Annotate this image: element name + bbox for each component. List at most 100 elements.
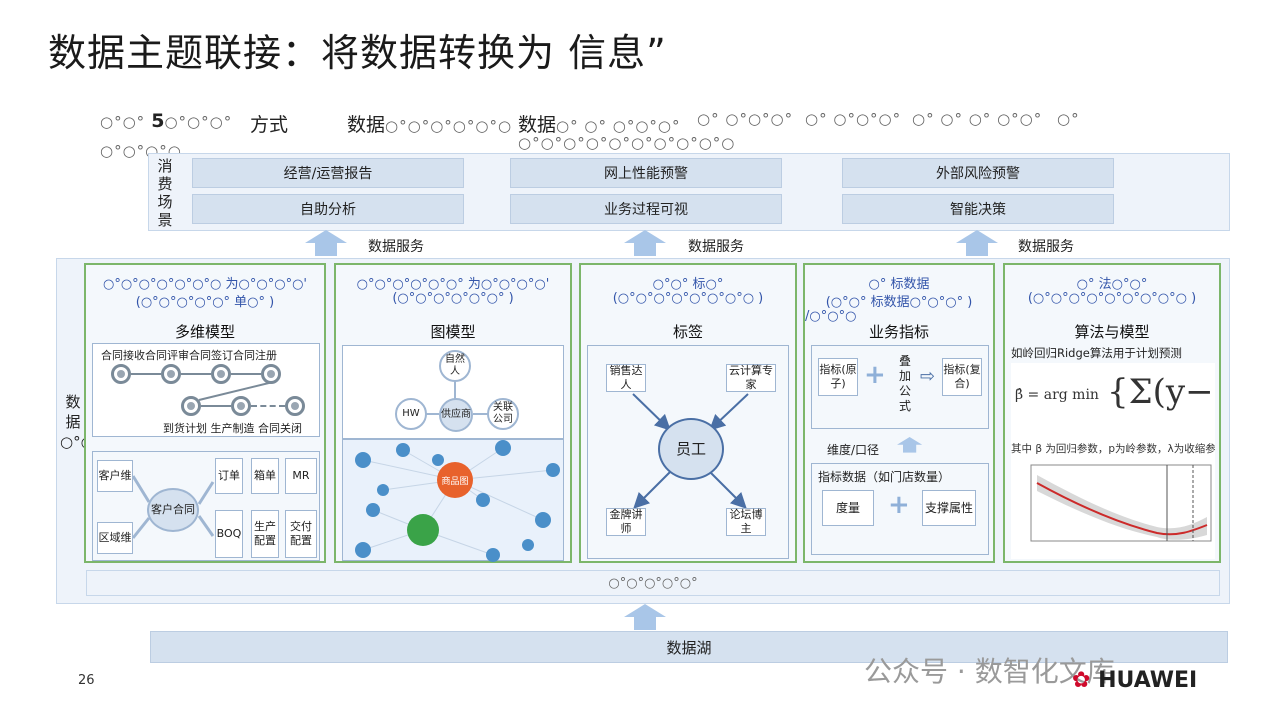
svg-text:β̂ = arg min: β̂ = arg min bbox=[1015, 387, 1099, 403]
flow-node-icon bbox=[231, 396, 251, 416]
brand-logo: ✿ HUAWEI bbox=[1072, 668, 1197, 693]
panel-sub-line2: (○°○°○°○°○° 单○° ) bbox=[135, 295, 275, 310]
flow-bottom-label: 到货计划 生产制造 合同关闭 bbox=[163, 422, 302, 435]
panel-sub-line2: (○°○°○°○°○°○°○°○ ) bbox=[612, 291, 764, 306]
metric-data-box: 指标数据（如门店数量） 度量 + 支撑属性 bbox=[811, 463, 989, 555]
ridge-trace-chart-icon bbox=[1030, 464, 1212, 542]
panel-sub-line1: ○°○°○°○°○°○° 为○°○°○°○' bbox=[356, 277, 550, 292]
header-col4-garble: ○° ○° ○°○°○° bbox=[556, 117, 681, 135]
flow-node-icon bbox=[181, 396, 201, 416]
header-col3: 数据○°○°○°○°○°○ bbox=[347, 110, 512, 137]
node-natural-person: 自然人 bbox=[439, 350, 471, 382]
formula-icon: β̂ = arg min {Σ(y−Σβ)²+λΣβ²} bbox=[1015, 372, 1215, 412]
scene-box-performance-alert: 网上性能预警 bbox=[510, 158, 782, 188]
dimension-label: 维度/口径 bbox=[827, 443, 880, 457]
header-col7: ○° ○° ○° ○°○° bbox=[912, 110, 1043, 128]
up-arrow-icon bbox=[305, 230, 347, 256]
overlay-formula-label: 叠加公式 bbox=[898, 354, 911, 413]
tag-arrows bbox=[632, 393, 749, 509]
base-band: ○°○°○°○°○° bbox=[86, 570, 1220, 596]
star-schema-box: 客户维 区域维 客户合同 订单 箱单 MR BOQ 生产配置 交付配置 bbox=[92, 451, 320, 561]
ridge-formula-image: β̂ = arg min {Σ(y−Σβ)²+λΣβ²} 其中 β 为回归参数，… bbox=[1011, 363, 1215, 559]
measure-box: 度量 bbox=[822, 490, 874, 526]
panel-title: 算法与模型 bbox=[1074, 323, 1150, 341]
panel-sub-line1: ○° 标数据 bbox=[868, 277, 930, 292]
flow-connector bbox=[181, 373, 211, 375]
scene-label: 消费场景 bbox=[157, 157, 173, 229]
header-col6: ○° ○°○°○° bbox=[805, 110, 902, 128]
flow-node-icon bbox=[211, 364, 231, 384]
graph-network-image: 商品图 bbox=[342, 439, 564, 562]
algorithm-caption: 如岭回归Ridge算法用于计划预测 bbox=[1011, 346, 1182, 360]
panel-business-metrics: ○° 标数据 (○°○° 标数据○°○°○° ) /○°○°○ 业务指标 指标(… bbox=[803, 263, 995, 563]
plus-icon: + bbox=[864, 360, 886, 390]
panel-sub-line2: (○°○°○°○°○°○° ) bbox=[392, 291, 514, 306]
support-attr-box: 支撑属性 bbox=[922, 490, 976, 526]
header-col8: ○° bbox=[1057, 110, 1080, 128]
header-col5: ○° ○°○°○° bbox=[697, 110, 794, 128]
panel-multidim-model: ○°○°○°○°○°○°○ 为○°○°○°○' (○°○°○°○°○° 单○° … bbox=[84, 263, 326, 563]
node-related-company: 关联公司 bbox=[487, 398, 519, 430]
header-col2: 方式 bbox=[250, 114, 289, 136]
panel-graph-model: ○°○°○°○°○°○° 为○°○°○°○' (○°○°○°○°○°○° ) 图… bbox=[334, 263, 572, 563]
center-customer-contract: 客户合同 bbox=[147, 488, 199, 532]
arrow-right-icon: ⇨ bbox=[920, 366, 936, 387]
flow-node-icon bbox=[161, 364, 181, 384]
header-col1: ○°○° 5○°○°○° bbox=[100, 110, 232, 132]
brand-text: HUAWEI bbox=[1098, 668, 1198, 693]
panel-algorithm-model: ○° 法○°○° (○°○°○°○°○°○°○°○°○ ) 算法与模型 如岭回归… bbox=[1003, 263, 1221, 563]
scene-box-ops-report: 经营/运营报告 bbox=[192, 158, 464, 188]
flow-diagonal-connector bbox=[198, 381, 274, 401]
header-col3-garble: ○°○°○°○°○°○ bbox=[385, 117, 513, 135]
metric-formula-box: 指标(原子) + 叠加公式 ⇨ 指标(复合) bbox=[811, 345, 989, 429]
node-supplier: 供应商 bbox=[439, 398, 473, 432]
fact-order: 订单 bbox=[215, 458, 243, 494]
graph-top-box: 自然人 HW 供应商 关联公司 bbox=[342, 345, 564, 439]
flow-connector bbox=[131, 373, 161, 375]
huawei-flower-icon: ✿ bbox=[1072, 668, 1091, 693]
panel-sub-line2: (○°○° 标数据○°○°○° ) bbox=[825, 295, 973, 310]
flow-node-icon bbox=[285, 396, 305, 416]
up-arrow-icon bbox=[897, 437, 923, 453]
node-product-graph: 商品图 bbox=[441, 477, 469, 487]
fact-production-config: 生产配置 bbox=[251, 510, 279, 558]
header-row2-mid: ○°○°○°○°○°○°○°○°○°○ bbox=[518, 134, 736, 152]
panel-sub-line1: ○°○°○°○°○°○°○ 为○°○°○°○' bbox=[103, 277, 307, 292]
header-col1-prefix: ○°○° bbox=[100, 113, 146, 131]
metric-atom: 指标(原子) bbox=[818, 358, 858, 396]
fact-mr: MR bbox=[285, 458, 317, 494]
flow-node-icon bbox=[111, 364, 131, 384]
scene-box-smart-decision: 智能决策 bbox=[842, 194, 1114, 224]
panel-title: 业务指标 bbox=[868, 323, 929, 341]
fact-delivery-config: 交付配置 bbox=[285, 510, 317, 558]
header-col4-label: 数据 bbox=[518, 114, 557, 136]
tag-forum-blogger: 论坛博主 bbox=[726, 508, 766, 536]
data-service-label: 数据服务 bbox=[1018, 239, 1074, 255]
up-arrow-icon bbox=[624, 604, 666, 630]
flow-top-label: 合同接收合同评审合同签订合同注册 bbox=[101, 349, 277, 362]
svg-text:{Σ(y−Σβ)²+λΣβ²}: {Σ(y−Σβ)²+λΣβ²} bbox=[1107, 372, 1215, 412]
header-col1-suffix: ○°○°○° bbox=[164, 113, 233, 131]
header-col4: 数据○° ○° ○°○°○° bbox=[518, 110, 681, 137]
panel-sub-line1: ○°○° 标○° bbox=[652, 277, 724, 292]
fact-packing: 箱单 bbox=[251, 458, 279, 494]
header-col3-label: 数据 bbox=[347, 114, 386, 136]
up-arrow-icon bbox=[956, 230, 998, 256]
plus-icon: + bbox=[888, 490, 910, 520]
tag-diagram-box: 销售达人 云计算专家 员工 金牌讲师 论坛博主 bbox=[587, 345, 789, 559]
panel-sub-line2: (○°○°○°○°○°○°○°○°○ ) bbox=[1027, 291, 1197, 306]
formula-note: 其中 β 为回归参数，p为岭参数，λ为收缩参数 bbox=[1011, 443, 1215, 455]
scene-box-risk-alert: 外部风险预警 bbox=[842, 158, 1114, 188]
flow-connector bbox=[251, 405, 285, 407]
panel-tags: ○°○° 标○° (○°○°○°○°○°○°○°○ ) 标签 销售达人 云计算专… bbox=[579, 263, 797, 563]
up-arrow-icon bbox=[624, 230, 666, 256]
data-service-label: 数据服务 bbox=[688, 239, 744, 255]
watermark: 公众号 · 数智化文库 bbox=[864, 655, 1115, 688]
flow-connector bbox=[231, 373, 261, 375]
star-connectors bbox=[131, 475, 215, 539]
contract-flow-box: 合同接收合同评审合同签订合同注册 到货计划 生产制造 合同关闭 bbox=[92, 343, 320, 437]
data-band-label: 数据○°○° bbox=[60, 393, 102, 451]
flow-connector bbox=[201, 405, 231, 407]
scene-box-process-visual: 业务过程可视 bbox=[510, 194, 782, 224]
data-lake-box: 数据湖 bbox=[150, 631, 1228, 663]
